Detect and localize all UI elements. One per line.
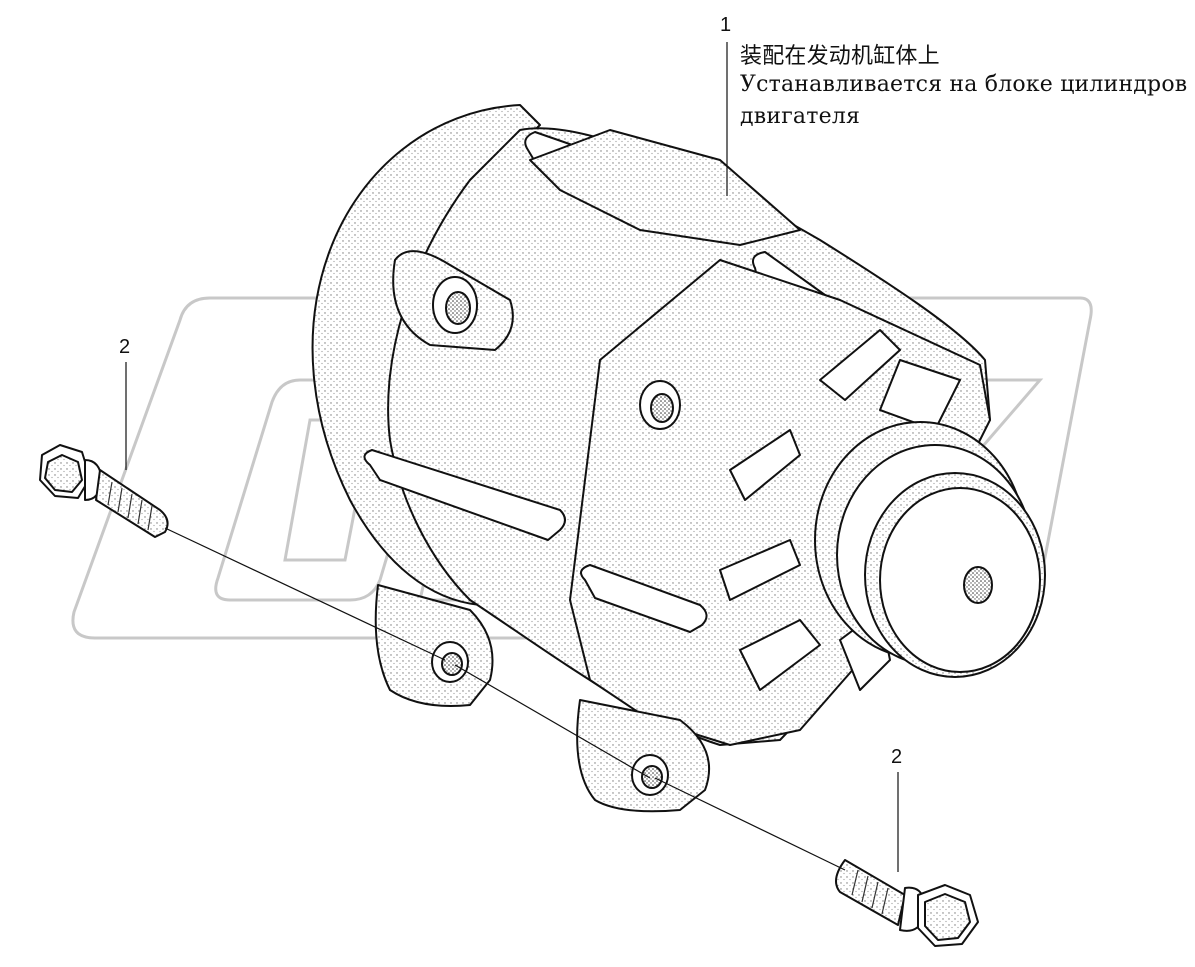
- bolt-left-shank: [95, 469, 169, 538]
- alternator-top-bracket: [529, 129, 801, 246]
- callout-number-part1: 1: [720, 14, 732, 36]
- callout-number-right-bolt: 2: [891, 746, 903, 768]
- alternator-drawing: [311, 104, 1046, 813]
- callout-note-russian-line1: Устанавливается на блоке цилиндров: [740, 72, 1188, 97]
- alternator-lower-rod-2: [580, 564, 708, 633]
- alternator-shaft: [963, 566, 993, 604]
- alternator-fin-5: [739, 619, 821, 691]
- alternator-lower-rod: [363, 449, 566, 541]
- callout-note-russian-line2: двигателя: [740, 104, 861, 129]
- alternator-fin-4: [719, 539, 801, 601]
- bolt-right: [835, 859, 979, 947]
- alternator-pulley-face: [879, 487, 1041, 673]
- bolt-left: [39, 444, 169, 538]
- callout-note-chinese: 装配在发动机缸体上: [740, 44, 940, 69]
- bolt-right-shank: [835, 859, 906, 926]
- axis-line-right: [654, 777, 846, 871]
- axis-line-left: [164, 527, 446, 661]
- axis-line-middle: [454, 664, 651, 779]
- alternator-fin-1: [819, 329, 901, 401]
- alternator-fin-3: [729, 429, 801, 501]
- callout-number-left-bolt: 2: [119, 336, 131, 358]
